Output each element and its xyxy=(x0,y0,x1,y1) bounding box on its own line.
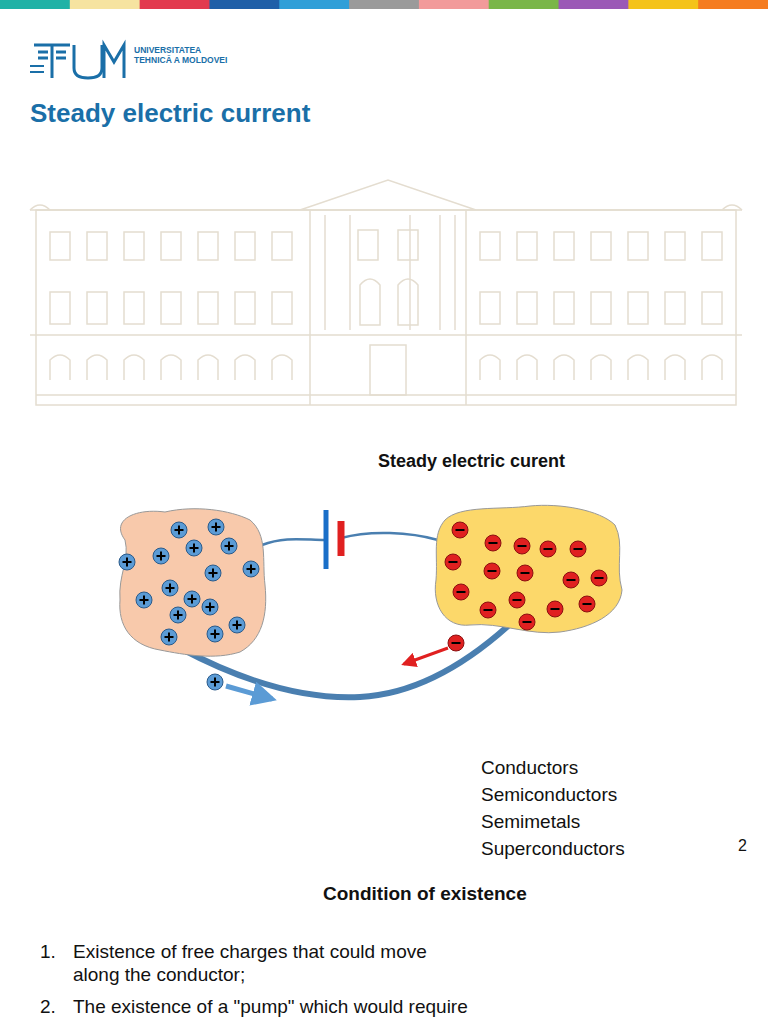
stripe-segment xyxy=(628,0,699,9)
stripe-segment xyxy=(419,0,490,9)
stripe-segment xyxy=(698,0,768,9)
color-stripe xyxy=(0,0,768,9)
positive-charge xyxy=(205,565,221,581)
positive-charge xyxy=(243,561,259,577)
charge-arrow xyxy=(226,686,272,699)
material-item: Superconductors xyxy=(481,838,625,861)
material-item: Semiconductors xyxy=(481,784,617,807)
positive-charge xyxy=(136,592,152,608)
university-logo xyxy=(30,45,124,78)
negative-charge xyxy=(591,570,607,586)
heading-underline xyxy=(318,917,632,919)
electron-arrow xyxy=(404,648,448,664)
negative-charge xyxy=(519,614,535,630)
positive-charge xyxy=(184,591,200,607)
positive-charge xyxy=(162,580,178,596)
positive-charge xyxy=(202,599,218,615)
negative-charge xyxy=(445,554,461,570)
negative-charge xyxy=(485,535,501,551)
positive-charge xyxy=(186,540,202,556)
negative-charge xyxy=(453,584,469,600)
negative-charge xyxy=(484,563,500,579)
list-item: The existence of a "pump" which would re… xyxy=(73,996,468,1019)
positive-body xyxy=(120,509,266,656)
stripe-segment xyxy=(0,0,71,9)
positive-charge xyxy=(153,548,169,564)
university-name: UNIVERSITATEA TEHNICĂ A MOLDOVEI xyxy=(134,45,234,65)
stripe-segment xyxy=(349,0,420,9)
material-item: Conductors xyxy=(481,757,578,780)
positive-charge xyxy=(208,519,224,535)
positive-charge xyxy=(221,538,237,554)
slide-title: Steady electric current xyxy=(30,98,310,129)
positive-charge xyxy=(207,626,223,642)
heading-underline xyxy=(378,485,632,487)
negative-charge xyxy=(563,572,579,588)
stripe-segment xyxy=(140,0,211,9)
wire xyxy=(262,539,325,545)
list-number: 2. xyxy=(40,996,56,1019)
negative-charge xyxy=(517,565,533,581)
stripe-segment xyxy=(279,0,350,9)
negative-charge xyxy=(514,538,530,554)
stripe-segment xyxy=(489,0,560,9)
negative-charge xyxy=(509,592,525,608)
list-number: 1. xyxy=(40,941,56,964)
positive-charge xyxy=(170,607,186,623)
negative-charge xyxy=(448,635,464,651)
positive-charge xyxy=(229,617,245,633)
diagram-heading: Steady electric curent xyxy=(378,451,565,473)
section-heading: Condition of existence xyxy=(323,883,527,906)
battery-plate xyxy=(324,510,329,569)
stripe-segment xyxy=(209,0,280,9)
stripe-segment xyxy=(559,0,630,9)
material-item: Semimetals xyxy=(481,811,580,834)
positive-charge xyxy=(161,629,177,645)
list-item: Existence of free charges that could mov… xyxy=(73,941,473,987)
positive-charge xyxy=(207,674,223,690)
stripe-segment xyxy=(70,0,141,9)
negative-charge xyxy=(579,596,595,612)
page-number: 2 xyxy=(738,836,747,855)
battery-plate xyxy=(338,521,345,556)
circuit-illustration xyxy=(119,505,622,699)
negative-charge xyxy=(547,601,563,617)
negative-charge xyxy=(452,522,468,538)
negative-body xyxy=(435,505,622,632)
positive-charge xyxy=(171,522,187,538)
wire xyxy=(341,533,438,540)
negative-charge xyxy=(540,541,556,557)
negative-charge xyxy=(570,541,586,557)
building-drawing xyxy=(30,180,742,405)
positive-charge xyxy=(119,554,135,570)
negative-charge xyxy=(480,602,496,618)
